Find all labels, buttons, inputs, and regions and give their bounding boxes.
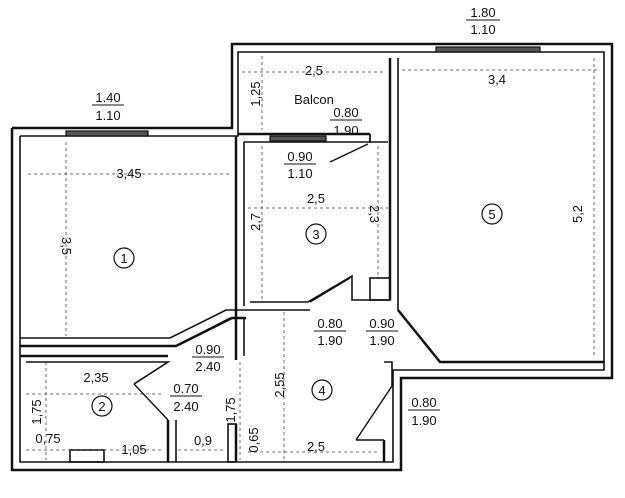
dim-r5-height: 5,2: [570, 205, 585, 223]
room-5-number: 5: [488, 207, 495, 222]
opening-1-bottom: 1.10: [470, 22, 495, 37]
opening-1-top: 1.80: [470, 5, 495, 20]
dim-r3-height-left: 2,7: [248, 213, 263, 231]
room-3-number: 3: [312, 227, 319, 242]
dim-r2-height: 1,75: [29, 399, 44, 424]
opening-6-top: 0.90: [369, 316, 394, 331]
door-leaf-room2: [133, 383, 169, 421]
door-leaf-room5: [397, 309, 441, 363]
window-room3: [269, 135, 327, 142]
dim-r2-width: 2,35: [83, 370, 108, 385]
dim-wc-width: 0,9: [194, 433, 212, 448]
room-2-circle: [91, 395, 113, 417]
room-1-circle: [113, 247, 135, 269]
opening-4-bottom: 1.10: [287, 166, 312, 181]
wall-room1-bottom-inner: [20, 309, 310, 339]
wall-room2-top-inner: [26, 361, 171, 385]
dim-balcony-width: 2,5: [305, 63, 323, 78]
door-leaf-room3-balcony: [329, 143, 369, 163]
door-leaf-room1: [175, 317, 231, 347]
opening-7-top: 0.90: [195, 342, 220, 357]
room-4-number: 4: [318, 383, 325, 398]
room-5-circle: [481, 203, 503, 225]
opening-8-bottom: 2.40: [173, 399, 198, 414]
wall-room3-top-right: [369, 134, 388, 143]
outer-wall-outline: [10, 42, 614, 472]
dim-wc-door: 0,65: [246, 427, 261, 452]
room-markers: 1 2 3 4 5: [91, 203, 503, 417]
opening-3-top: 0.80: [333, 105, 358, 120]
door-leaf-entrance: [355, 385, 393, 441]
dimension-labels: 3,45 3,5 2,35 1,75 0,75 1,05 0,9 1,75 0,…: [29, 63, 585, 457]
wall-room5-bottom: [397, 309, 604, 364]
opening-9-bottom: 1.90: [411, 413, 436, 428]
windows: [65, 46, 541, 142]
window-room1: [65, 130, 149, 137]
wc-partition: [227, 423, 237, 463]
wall-room4-right-inner: [384, 361, 393, 386]
opening-6-bottom: 1.90: [369, 333, 394, 348]
dim-r2-bottom-right: 1,05: [121, 442, 146, 457]
dim-r2-bottom-left: 0,75: [35, 431, 60, 446]
door-room3-balcony: [330, 134, 371, 143]
dim-r4-height: 2,55: [272, 372, 287, 397]
wall-room3-bottom: [250, 274, 390, 303]
room3-niche: [369, 277, 391, 301]
doors: [133, 134, 441, 441]
window-room5: [435, 46, 541, 53]
room-1-number: 1: [120, 251, 127, 266]
dim-r1-height: 3,5: [59, 237, 74, 255]
opening-3-bottom: 1.90: [333, 123, 358, 138]
dim-r3-width: 2,5: [307, 191, 325, 206]
opening-9-top: 0.80: [411, 395, 436, 410]
dim-r4-width: 2,5: [307, 439, 325, 454]
dim-r3-height-right: 2,3: [367, 205, 382, 223]
opening-2-bottom: 1.10: [95, 108, 120, 123]
room-4-circle: [311, 379, 333, 401]
opening-4-top: 0.90: [287, 149, 312, 164]
dim-balcony-depth: 1,25: [248, 81, 263, 106]
balcony-label: Balcon: [294, 92, 334, 107]
opening-5-top: 0.80: [317, 316, 342, 331]
opening-labels: 1.80 1.10 1.40 1.10 0.80 1.90 0.90 1.10 …: [92, 5, 500, 428]
door-leaf-room3: [309, 277, 351, 303]
room-3-circle: [305, 223, 327, 245]
dimension-lines: [26, 56, 600, 460]
dim-r5-width: 3,4: [488, 72, 506, 87]
dim-corridor-height: 1,75: [223, 397, 238, 422]
room2-radiator: [69, 449, 105, 463]
opening-8-top: 0.70: [173, 381, 198, 396]
opening-2-top: 1.40: [95, 90, 120, 105]
outer-walls: [10, 42, 614, 472]
opening-5-bottom: 1.90: [317, 333, 342, 348]
opening-7-bottom: 2.40: [195, 359, 220, 374]
dim-r1-width: 3,45: [116, 166, 141, 181]
inner-wall-outline: [19, 51, 605, 463]
room-2-number: 2: [98, 399, 105, 414]
